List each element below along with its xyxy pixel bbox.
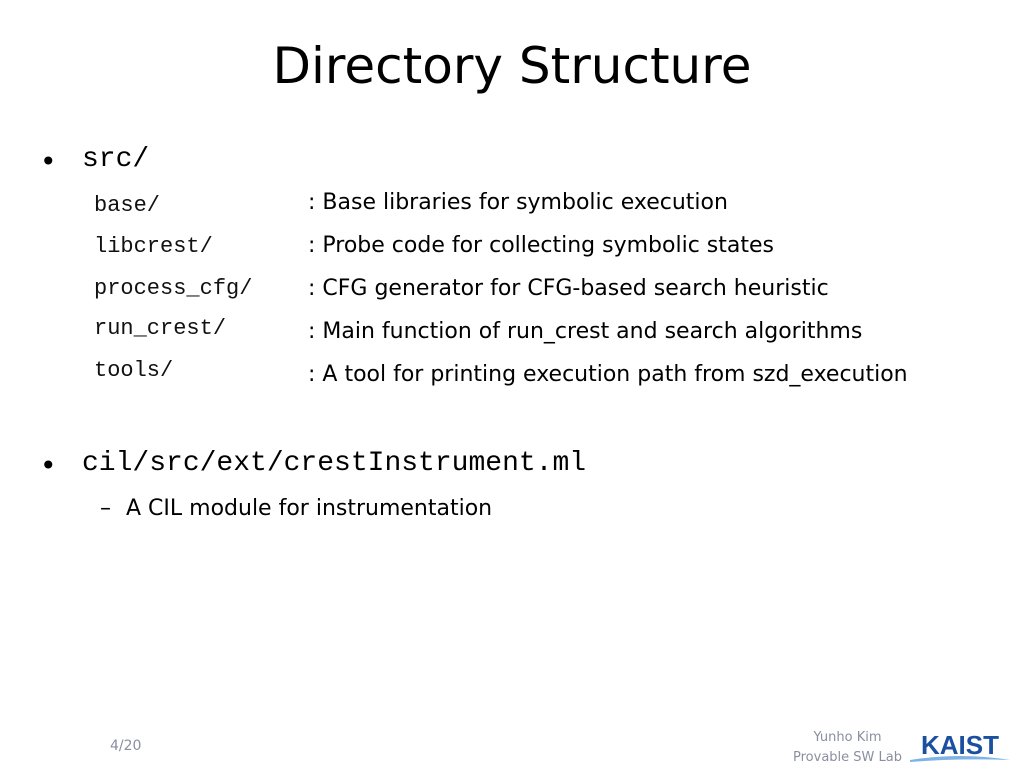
dir-process-cfg: process_cfg/ <box>94 276 253 301</box>
bullet-marker: • <box>40 449 57 482</box>
author-block: Yunho Kim Provable SW Lab <box>793 728 902 768</box>
author-name: Yunho Kim <box>813 730 882 745</box>
dir-run-crest: run_crest/ <box>94 316 227 341</box>
bullet-src: src/ <box>82 144 150 175</box>
desc-run-crest: : Main function of run_crest and search … <box>308 319 863 344</box>
desc-libcrest: : Probe code for collecting symbolic sta… <box>308 233 774 258</box>
desc-tools: : A tool for printing execution path fro… <box>308 362 908 387</box>
slide-title: Directory Structure <box>272 37 752 95</box>
page-number: 4/20 <box>110 738 142 754</box>
subitem-cil-module: A CIL module for instrumentation <box>126 496 493 521</box>
bullet-cil: cil/src/ext/crestInstrument.ml <box>82 448 587 479</box>
dash-marker: – <box>100 496 111 521</box>
dir-base: base/ <box>94 193 161 218</box>
dir-tools: tools/ <box>94 358 174 383</box>
logo-swoosh <box>910 756 1010 762</box>
author-lab: Provable SW Lab <box>793 750 902 765</box>
dir-libcrest: libcrest/ <box>94 234 213 259</box>
kaist-logo: KAIST <box>910 730 1010 762</box>
kaist-logo-text: KAIST <box>921 730 999 760</box>
desc-process-cfg: : CFG generator for CFG-based search heu… <box>308 276 829 301</box>
bullet-marker: • <box>40 145 57 178</box>
desc-base: : Base libraries for symbolic execution <box>308 190 728 215</box>
